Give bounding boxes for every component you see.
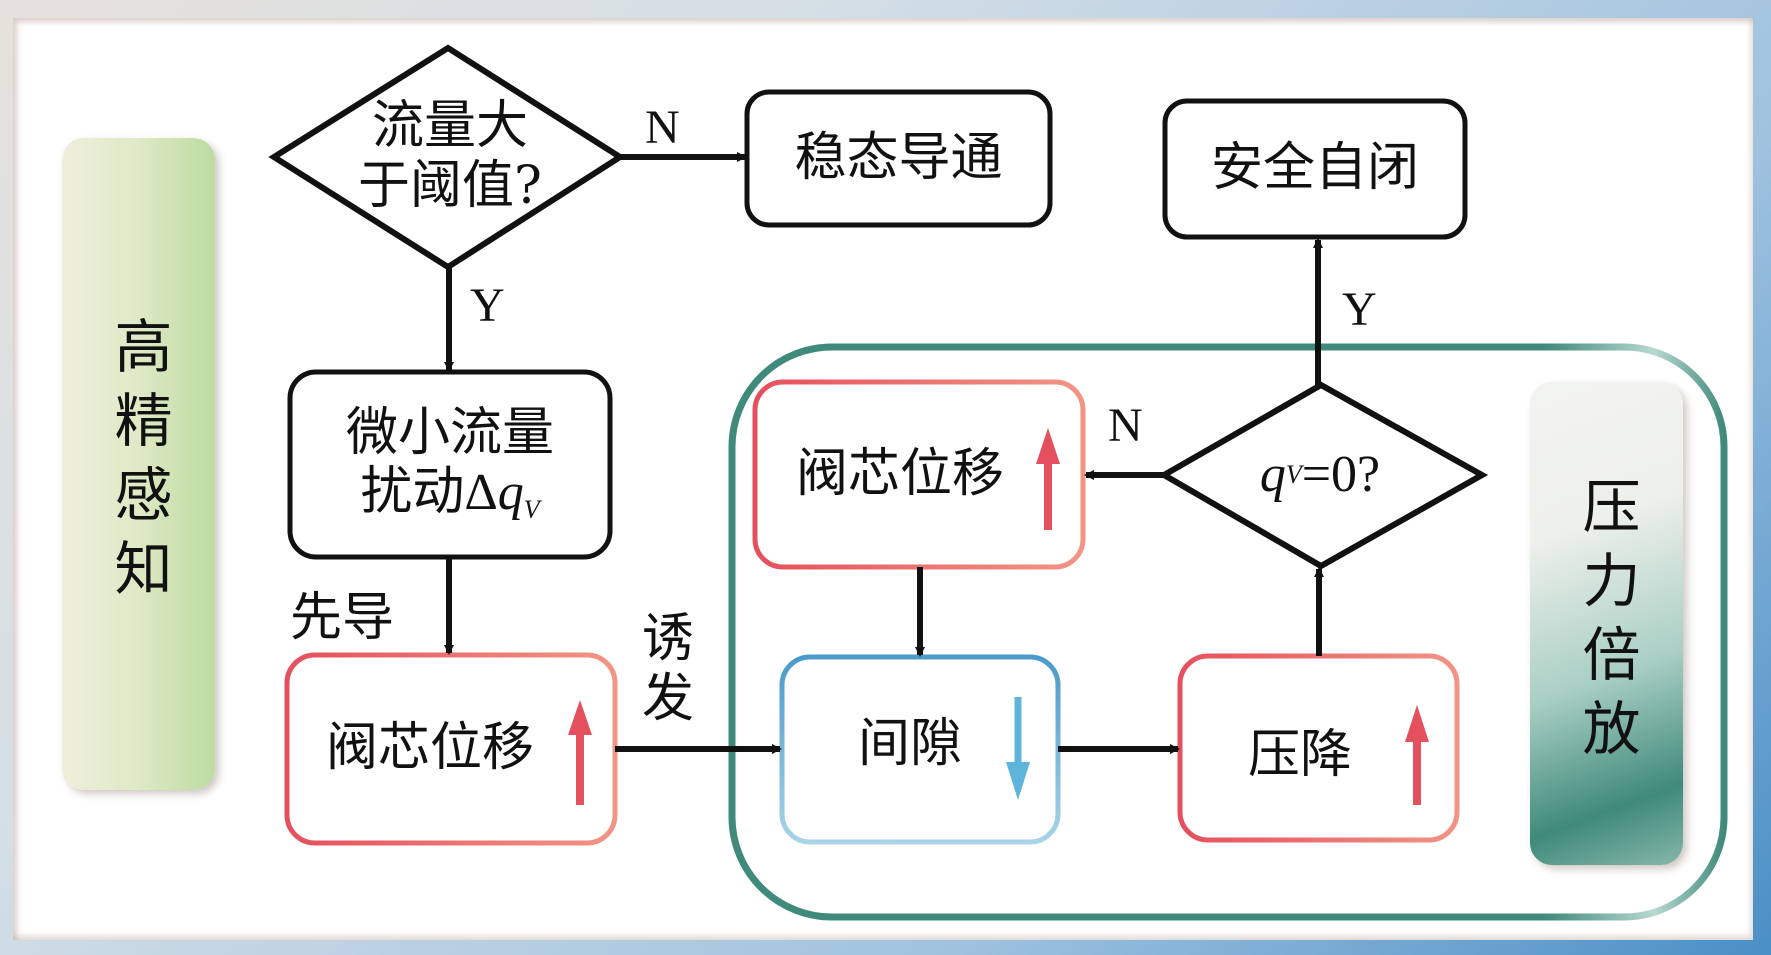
safe-self-close-box	[1162, 98, 1468, 240]
threshold-decision-text: 流量大 于阈值?	[330, 92, 570, 222]
zero-flow-condition: =0?	[1301, 446, 1381, 504]
micro-disturbance-line1: 微小流量	[345, 402, 554, 463]
steady-conduction-text: 稳态导通	[794, 127, 1003, 188]
increase-arrow-icon	[568, 700, 592, 805]
threshold-no-label: N	[645, 101, 680, 154]
disturbance-prefix: 扰动Δ	[360, 464, 498, 522]
gap-text: 间隙	[857, 713, 962, 774]
decrease-arrow-icon	[1006, 697, 1030, 800]
steady-conduction-box	[744, 89, 1053, 228]
spool-displacement-upper-text: 阀芯位移	[795, 443, 1004, 504]
safe-self-close-text: 安全自闭	[1210, 138, 1419, 199]
micro-disturbance-text: 微小流量 扰动ΔqV	[290, 372, 610, 557]
pilot-label: 先导	[290, 588, 395, 648]
pressure-amplification-loop-border	[728, 343, 1728, 921]
zero-flow-decision-diamond	[1157, 381, 1489, 570]
micro-disturbance-line2: 扰动ΔqV	[360, 463, 539, 525]
zero-flow-no-label: N	[1108, 399, 1143, 452]
threshold-decision-line1: 流量大	[371, 96, 528, 157]
high-precision-sensing-label: 高精感知	[104, 316, 173, 612]
induce-label: 诱 发	[642, 609, 695, 730]
pressure-amplification-panel: 压力倍放	[1530, 382, 1683, 865]
pressure-amplification-label: 压力倍放	[1572, 475, 1641, 772]
flow-variable-subscript: V	[1285, 460, 1302, 490]
high-precision-sensing-panel: 高精感知	[62, 138, 215, 790]
flow-variable: q	[497, 464, 524, 522]
flow-variable: q	[1259, 446, 1286, 504]
increase-arrow-icon	[1405, 705, 1429, 805]
threshold-decision-line2: 于阈值?	[358, 156, 542, 216]
spool-displacement-lower-text: 阀芯位移	[325, 718, 534, 779]
induce-label-line1: 诱	[642, 609, 695, 669]
pressure-drop-text: 压降	[1247, 725, 1352, 786]
flow-variable-subscript: V	[523, 495, 540, 525]
threshold-yes-label: Y	[470, 279, 505, 332]
zero-flow-yes-label: Y	[1342, 283, 1377, 336]
increase-arrow-icon	[1036, 428, 1060, 530]
induce-label-line2: 发	[642, 668, 695, 729]
